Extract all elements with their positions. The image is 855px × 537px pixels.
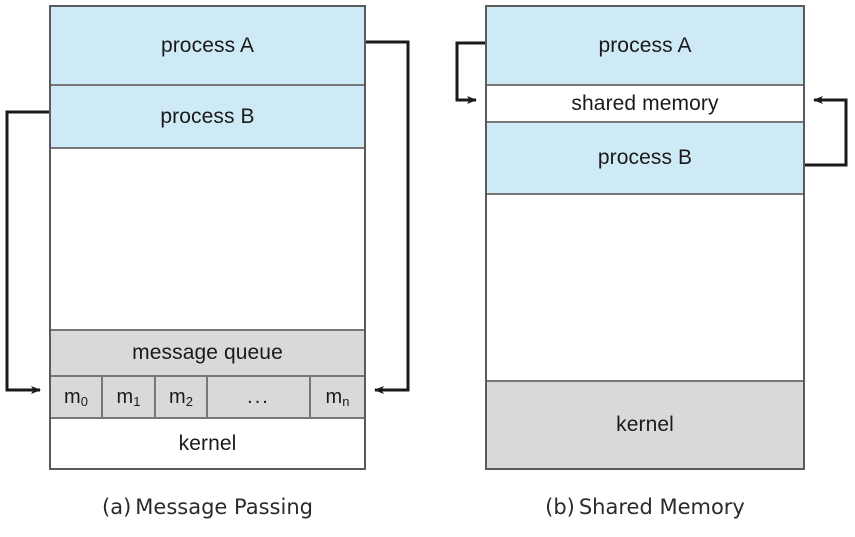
caption-text: Message Passing	[135, 495, 313, 519]
band-process-a: process A	[487, 7, 803, 86]
message-cell-label: m	[325, 385, 343, 408]
message-cell-subscript: n	[342, 393, 350, 409]
message-cell-label: m	[116, 385, 134, 408]
caption-shared-memory: (b)Shared Memory	[485, 495, 805, 519]
message-cell-label: ...	[247, 385, 270, 408]
arrow-process-a-to-shared-memory	[455, 41, 485, 104]
message-cell-subscript: 0	[80, 393, 88, 409]
band-label: process B	[597, 146, 693, 169]
panel-shared-memory-box: process A shared memory process B kernel	[485, 5, 805, 470]
band-label: shared memory	[571, 91, 719, 115]
band-process-a: process A	[51, 7, 364, 86]
caption-tag: (a)	[102, 495, 132, 519]
band-kernel: kernel	[487, 380, 803, 468]
band-label: message queue	[132, 341, 283, 364]
arrow-process-a-to-mn	[366, 40, 410, 394]
message-cell-ellipsis: ...	[208, 377, 311, 417]
message-cell-subscript: 2	[185, 393, 193, 409]
band-message-queue: message queue	[51, 329, 364, 375]
caption-text: Shared Memory	[578, 495, 745, 519]
band-label: process B	[160, 104, 255, 128]
band-label: process A	[598, 33, 692, 57]
band-label: kernel	[178, 431, 237, 455]
band-label: kernel	[616, 413, 674, 436]
band-process-b: process B	[487, 123, 803, 195]
band-process-b: process B	[51, 86, 364, 149]
band-shared-memory: shared memory	[487, 86, 803, 123]
caption-message-passing: (a)Message Passing	[49, 495, 366, 519]
band-kernel: kernel	[51, 419, 364, 468]
band-empty-space	[51, 149, 364, 329]
message-cell-label: m	[64, 385, 81, 408]
band-empty-space	[487, 195, 803, 380]
arrow-process-b-to-shared-memory	[805, 96, 848, 167]
message-cell-subscript: 1	[133, 393, 141, 409]
band-label: process A	[160, 33, 255, 57]
message-cell-label: m	[169, 385, 186, 408]
arrow-process-b-to-m0	[5, 110, 49, 394]
caption-tag: (b)	[545, 495, 575, 519]
